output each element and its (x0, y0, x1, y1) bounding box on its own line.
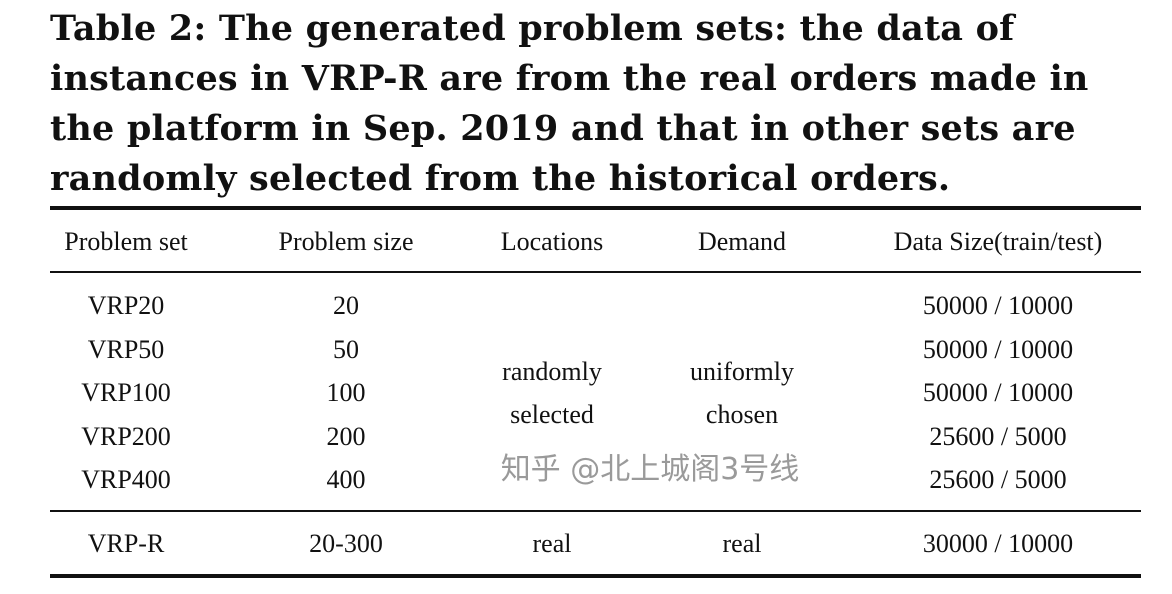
table-cell-data: 25600 / 5000 (929, 465, 1067, 494)
table-cell-size: 50 (333, 334, 359, 364)
top-rule (50, 206, 1141, 210)
real-row-locations: real (532, 529, 572, 558)
demand-cell-line2: chosen (705, 400, 779, 429)
locations-cell-line2: selected (510, 400, 594, 429)
watermark: 知乎 @北上城阁3号线 (500, 452, 800, 487)
table-cell-size: 200 (326, 421, 366, 451)
table-cell-set: VRP20 (87, 291, 165, 320)
table-cell-set: VRP200 (81, 421, 171, 451)
real-row-set: VRP-R (87, 529, 165, 558)
table-cell-size: 20 (333, 291, 359, 320)
table-cell-set: VRP50 (87, 334, 165, 364)
table-cell-size: 100 (326, 378, 366, 407)
table-cell-size: 400 (326, 465, 366, 494)
mid-rule (50, 510, 1141, 512)
header-problem-size: Problem size (278, 227, 414, 256)
table-cell-data: 50000 / 10000 (922, 378, 1074, 407)
table-cell-data: 50000 / 10000 (922, 291, 1074, 320)
real-row-demand: real (722, 529, 762, 558)
table-caption: Table 2: The generated problem sets: the… (50, 8, 1089, 199)
header-locations: Locations (500, 227, 604, 256)
table-cell-data: 50000 / 10000 (922, 334, 1074, 364)
table-cell-set: VRP100 (81, 378, 171, 407)
header-data-size: Data Size(train/test) (893, 227, 1103, 256)
table-cell-data: 25600 / 5000 (929, 421, 1067, 451)
header-rule (50, 271, 1141, 273)
table-cell-set: VRP400 (81, 465, 171, 494)
header-problem-set: Problem set (64, 227, 188, 256)
locations-cell-line1: randomly (502, 357, 602, 386)
real-row-data: 30000 / 10000 (922, 529, 1074, 558)
real-row-size: 20-300 (309, 529, 383, 558)
demand-cell-line1: uniformly (690, 357, 794, 386)
bottom-rule (50, 574, 1141, 578)
header-demand: Demand (697, 227, 787, 256)
